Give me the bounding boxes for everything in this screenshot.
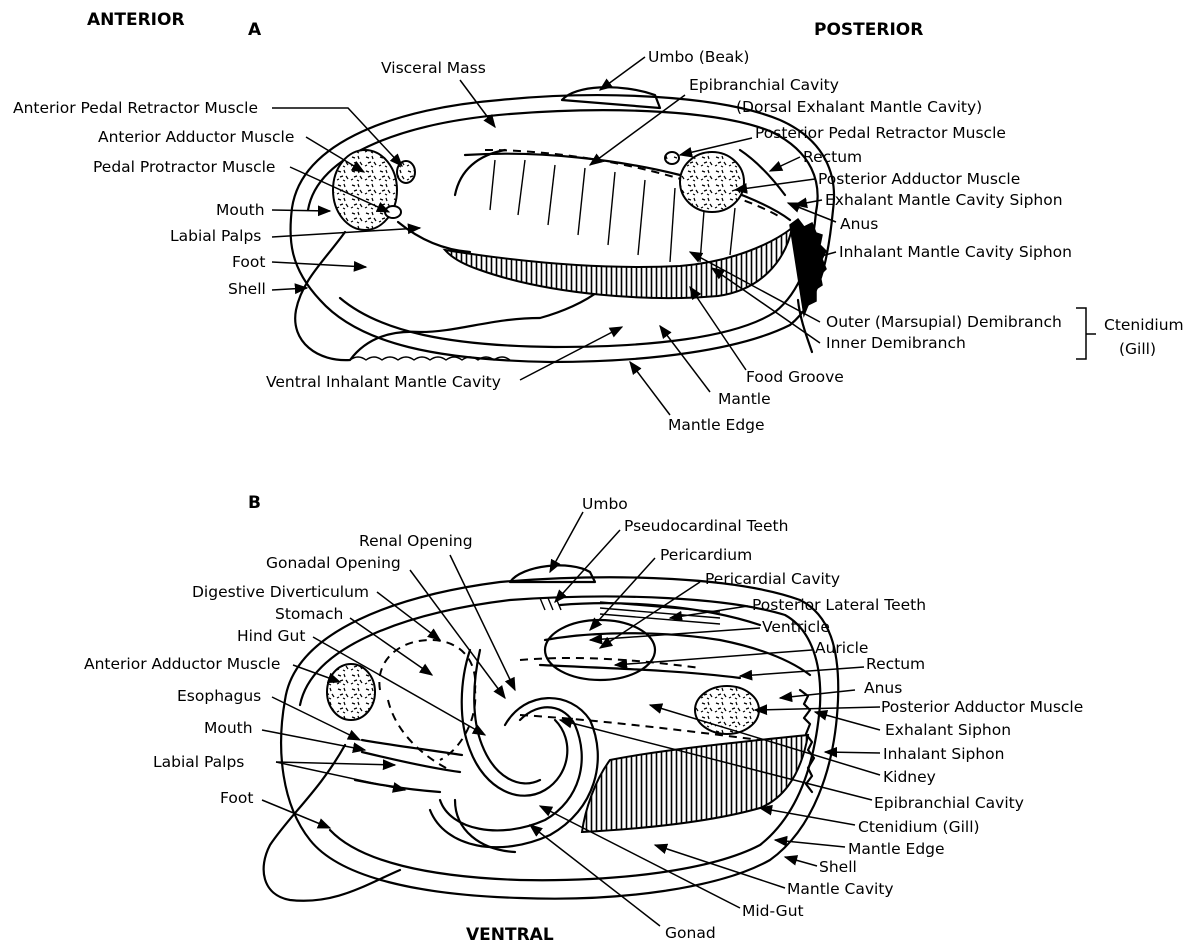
label-gonadal-opening: Gonadal Opening [266,554,401,572]
label-anus: Anus [840,215,878,233]
label-inner-demibranch: Inner Demibranch [826,334,966,352]
label-mantle-cavity: Mantle Cavity [787,880,894,898]
label-rectum: Rectum [803,148,862,166]
label-inhalant-mantle-cavity-siphon: Inhalant Mantle Cavity Siphon [839,243,1072,261]
label-inhalant-siphon: Inhalant Siphon [883,745,1004,763]
label-labial-palps-b: Labial Palps [153,753,244,771]
label-pericardium: Pericardium [660,546,752,564]
heading-posterior: POSTERIOR [814,20,923,40]
label-anterior-adductor-muscle-b: Anterior Adductor Muscle [84,655,280,673]
label-exhalant-siphon: Exhalant Siphon [885,721,1011,739]
label-mouth: Mouth [216,201,265,219]
label-stomach: Stomach [275,605,343,623]
label-dorsal-exhalant-mantle-cavity: (Dorsal Exhalant Mantle Cavity) [736,98,982,116]
label-gill: (Gill) [1119,340,1156,358]
label-ventral-inhalant-mantle-cavity: Ventral Inhalant Mantle Cavity [266,373,501,391]
label-food-groove: Food Groove [746,368,844,386]
label-anus-b: Anus [864,679,902,697]
label-ventricle: Ventricle [762,618,830,636]
label-mantle-edge-b: Mantle Edge [848,840,945,858]
label-posterior-lateral-teeth: Posterior Lateral Teeth [752,596,926,614]
label-outer-marsupial-demibranch: Outer (Marsupial) Demibranch [826,313,1062,331]
label-foot: Foot [232,253,265,271]
label-epibranchial-cavity-b: Epibranchial Cavity [874,794,1024,812]
label-shell: Shell [228,280,266,298]
label-foot-b: Foot [220,789,253,807]
label-umbo: Umbo [582,495,628,513]
label-posterior-adductor-muscle-b: Posterior Adductor Muscle [881,698,1083,716]
panel-a-labels: Umbo (Beak) Visceral Mass Epibranchial C… [13,48,1184,434]
panel-b-labels: Umbo Pseudocardinal Teeth Renal Opening … [84,495,1083,941]
label-digestive-diverticulum: Digestive Diverticulum [192,583,369,601]
label-mid-gut: Mid-Gut [742,902,804,920]
panel-a-drawing [290,87,834,362]
label-shell-b: Shell [819,858,857,876]
label-auricle: Auricle [815,639,868,657]
label-epibranchial-cavity: Epibranchial Cavity [689,76,839,94]
panel-label-b: B [248,493,261,513]
ctenidium-bracket [1076,308,1086,359]
label-mantle-edge: Mantle Edge [668,416,765,434]
label-umbo-beak: Umbo (Beak) [648,48,749,66]
label-mouth-b: Mouth [204,719,253,737]
label-renal-opening: Renal Opening [359,532,473,550]
label-gonad: Gonad [665,924,716,941]
panel-b-drawing [264,565,839,900]
label-posterior-pedal-retractor-muscle: Posterior Pedal Retractor Muscle [755,124,1006,142]
label-hind-gut: Hind Gut [237,627,305,645]
label-pedal-protractor-muscle: Pedal Protractor Muscle [93,158,275,176]
label-anterior-pedal-retractor-muscle: Anterior Pedal Retractor Muscle [13,99,258,117]
label-exhalant-mantle-cavity-siphon: Exhalant Mantle Cavity Siphon [825,191,1063,209]
label-esophagus: Esophagus [177,687,261,705]
label-ctenidium: Ctenidium [1104,316,1184,334]
label-visceral-mass: Visceral Mass [381,59,486,77]
label-posterior-adductor-muscle: Posterior Adductor Muscle [818,170,1020,188]
label-rectum-b: Rectum [866,655,925,673]
label-ctenidium-gill: Ctenidium (Gill) [858,818,980,836]
label-pseudocardinal-teeth: Pseudocardinal Teeth [624,517,788,535]
label-pericardial-cavity: Pericardial Cavity [705,570,840,588]
label-kidney: Kidney [883,768,936,786]
heading-ventral: VENTRAL [466,925,554,941]
label-mantle: Mantle [718,390,771,408]
panel-label-a: A [248,20,262,40]
label-anterior-adductor-muscle: Anterior Adductor Muscle [98,128,294,146]
label-labial-palps: Labial Palps [170,227,261,245]
heading-anterior: ANTERIOR [87,10,185,30]
